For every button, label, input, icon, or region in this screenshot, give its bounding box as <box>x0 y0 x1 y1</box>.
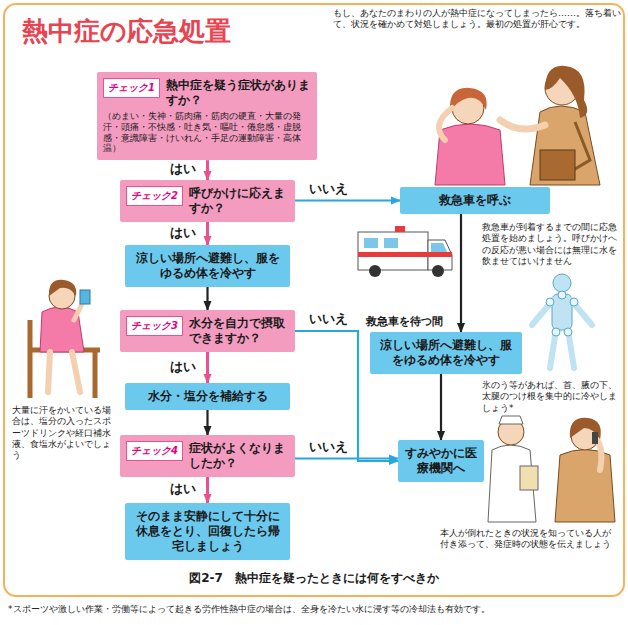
cooling-figure <box>532 274 592 368</box>
decision-box: チェック4 症状がよくなりましたか？ <box>120 435 295 477</box>
nurse-and-woman-part <box>597 440 601 470</box>
title: 熱中症の応急処置 <box>22 14 231 49</box>
decision-box: チェック3 水分を自力で摂取できますか？ <box>120 310 295 352</box>
box-text: 救急車を呼ぶ <box>406 193 544 208</box>
edge-label: いいえ <box>307 439 350 455</box>
edge-label: いいえ <box>307 311 350 327</box>
note-text: 氷のう等があれば、首、腋の下、太腿のつけ根を集中的に冷やしましょう* <box>482 380 618 414</box>
caption: 図2-7 熱中症を疑ったときには何をすべきか <box>0 570 628 587</box>
process-box: そのまま安静にして十分に休息をとり、回復したら帰宅しましょう <box>125 503 290 560</box>
nurse-and-woman-part <box>592 432 598 444</box>
ambulance-part <box>395 226 405 232</box>
woman-and-girl-part <box>435 124 505 185</box>
process-box: すみやかに医療機関へ <box>398 440 484 482</box>
edge-label: いいえ <box>307 181 350 197</box>
note-text: 本人が倒れたときの状況を知っている人が付き添って、発症時の状態を伝えましょう <box>440 528 618 551</box>
box-text: 涼しい場所へ避難し、服をゆるめ体を冷やす <box>376 338 516 368</box>
flow-arrow <box>295 457 398 459</box>
flow-arrow <box>206 287 208 310</box>
check-tag: チェック4 <box>126 441 183 461</box>
woman-and-girl-part <box>540 150 575 180</box>
flow-arrow <box>295 199 400 201</box>
ambulance-part <box>358 232 428 270</box>
note-text: 大量に汗をかいている場合は、塩分の入ったスポーツドリンクや経口補水液、食塩水がよ… <box>12 405 114 461</box>
box-text: そのまま安静にして十分に休息をとり、回復したら帰宅しましょう <box>131 509 284 554</box>
flow-arrow <box>460 214 462 332</box>
flow-arrow <box>206 410 208 435</box>
edge-label: はい <box>168 161 198 177</box>
box-heading: 救急車を待つ間 <box>366 314 443 329</box>
check-tag: チェック3 <box>126 316 183 336</box>
cooling-figure-part <box>558 291 566 299</box>
cooling-figure-part <box>570 298 578 306</box>
process-box: 救急車を呼ぶ <box>400 187 550 214</box>
woman-and-girl-part <box>500 120 545 129</box>
decision-box: チェック2 呼びかけに応えますか？ <box>120 180 295 222</box>
woman-and-girl <box>435 66 600 185</box>
flow-arrow <box>440 374 442 440</box>
cooling-figure-part <box>546 298 554 306</box>
woman-and-girl-part <box>545 66 587 118</box>
box-text: 水分・塩分を補給する <box>131 389 284 404</box>
edge-label: はい <box>168 481 198 497</box>
cooling-figure-part <box>552 328 560 336</box>
cooling-figure-part <box>553 274 571 292</box>
process-box: 涼しい場所へ避難し、服をゆるめ体を冷やす <box>125 245 290 287</box>
ambulance-part <box>364 238 378 248</box>
flow-arrow <box>206 477 209 503</box>
question-text: 呼びかけに応えますか？ <box>189 186 289 216</box>
symptom-text: （めまい・失神・筋肉痛・筋肉の硬直・大量の発汗・頭痛・不快感・吐き気・嘔吐・倦怠… <box>103 111 311 154</box>
ambulance-part <box>432 265 444 277</box>
ambulance-part <box>369 265 381 277</box>
edge-label: はい <box>168 359 198 375</box>
edge-label: はい <box>168 225 198 241</box>
girl-drinking-part <box>48 352 80 392</box>
decision-box: チェック1 熱中症を疑う症状がありますか？（めまい・失神・筋肉痛・筋肉の硬直・大量… <box>97 72 317 160</box>
flow-arrow <box>206 222 209 245</box>
process-box: 救急車を待つ間涼しい場所へ避難し、服をゆるめ体を冷やす <box>370 332 522 374</box>
process-box: 水分・塩分を補給する <box>125 383 290 410</box>
note-text: *スポーツや激しい作業・労働等によって起きる労作性熱中症の場合は、全身を冷たい水… <box>8 604 623 615</box>
ambulance-part <box>384 238 398 248</box>
ambulance-part <box>358 252 452 257</box>
box-text: 涼しい場所へ避難し、服をゆるめ体を冷やす <box>131 251 284 281</box>
question-text: 症状がよくなりましたか？ <box>189 441 289 471</box>
woman-and-girl-part <box>530 106 600 185</box>
cooling-figure-part <box>532 300 592 368</box>
note-text: もし、あなたのまわりの人が熱中症になってしまったら……。落ち着いて、状況を確かめ… <box>333 8 621 31</box>
woman-and-girl-part <box>439 108 452 140</box>
ambulance <box>358 226 452 277</box>
nurse-and-woman-part <box>555 450 615 523</box>
box-text: すみやかに医療機関へ <box>404 446 478 476</box>
nurse-and-woman-part <box>499 416 523 424</box>
note-text: 救急車が到着するまでの間に応急処置を始めましょう。呼びかけへの反応が悪い場合には… <box>482 222 622 267</box>
girl-drinking-part <box>80 290 90 304</box>
flow-arrow <box>206 160 209 180</box>
girl-drinking <box>30 280 100 398</box>
nurse-and-woman-part <box>520 466 538 490</box>
nurse-and-woman <box>488 416 615 522</box>
girl-drinking-part <box>49 280 76 296</box>
cooling-figure-part <box>564 328 572 336</box>
frame-border <box>4 4 624 596</box>
question-text: 水分を自力で摂取できますか？ <box>189 316 289 346</box>
question-text: 熱中症を疑う症状がありますか？ <box>166 78 311 108</box>
check-tag: チェック1 <box>103 78 160 98</box>
flow-arrow <box>206 352 209 383</box>
check-tag: チェック2 <box>126 186 183 206</box>
woman-and-girl-part <box>450 88 487 112</box>
